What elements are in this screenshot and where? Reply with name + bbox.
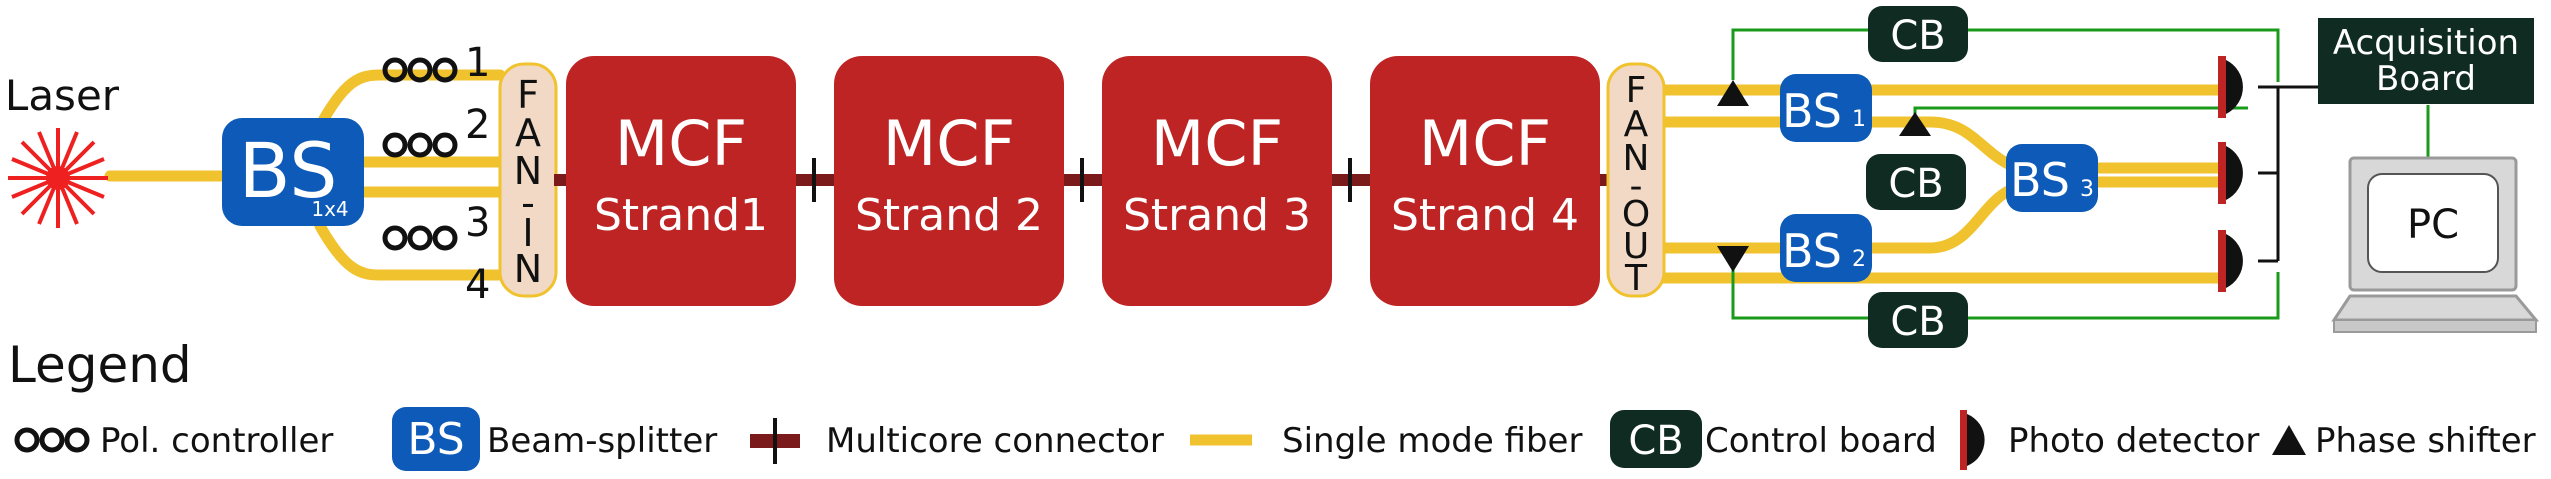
- pc: PC: [2331, 156, 2540, 333]
- mcf-strand-2: MCF Strand 2: [834, 56, 1064, 306]
- detector-wires: [2258, 85, 2320, 263]
- bs-sub: 1: [1852, 107, 1866, 132]
- photo-detectors: [2218, 56, 2243, 292]
- mcf-title: MCF: [883, 107, 1015, 180]
- input-bs-label: BS: [238, 126, 337, 215]
- mcf-strands: MCF Strand1 MCF Strand 2 MCF Strand 3 MC…: [554, 56, 1612, 306]
- bs-sub: 2: [1852, 247, 1866, 272]
- bs-label: BS: [2010, 153, 2070, 207]
- legend-pol-controller-icon: [14, 427, 90, 453]
- cb-label: CB: [1890, 13, 1945, 59]
- mcf-title: MCF: [1151, 107, 1283, 180]
- photo-detector-icon: [2218, 142, 2243, 204]
- legend: Legend Pol. controller BS Beam-splitter …: [8, 336, 2536, 471]
- input-beam-splitter: BS 1x4: [222, 118, 364, 226]
- mcf-strand-4: MCF Strand 4: [1370, 56, 1600, 306]
- legend-cb-icon: [1610, 410, 1702, 468]
- legend-label: Photo detector: [2008, 421, 2259, 461]
- mcf-strand-1: MCF Strand1: [566, 56, 796, 306]
- mcf-subtitle: Strand 3: [1123, 190, 1311, 241]
- port-label: 4: [465, 262, 490, 308]
- single-mode-fibers: [104, 69, 2226, 284]
- beam-splitter-3: BS 3: [2006, 144, 2098, 212]
- fan-out-letter: F: [1626, 70, 1647, 111]
- legend-cb-text: CB: [1628, 418, 1683, 464]
- beam-splitter-2: BS 2: [1780, 214, 1872, 282]
- fan-in-letter: -: [521, 181, 535, 225]
- laser-label: Laser: [5, 71, 120, 120]
- legend-title: Legend: [8, 336, 192, 394]
- phase-shifter-icon: [1899, 112, 1931, 136]
- legend-photo-detector-icon: [1960, 410, 1985, 470]
- fan-in: F A N - I N: [498, 62, 558, 298]
- fan-out-letter: U: [1623, 226, 1649, 267]
- fan-out-letter: -: [1630, 166, 1643, 207]
- bs-sub: 3: [2080, 177, 2094, 202]
- mcf-subtitle: Strand 4: [1391, 190, 1579, 241]
- photo-detector-icon: [2218, 56, 2243, 118]
- legend-label: Beam-splitter: [487, 421, 717, 461]
- bs-label: BS: [1782, 84, 1842, 138]
- mcf-subtitle: Strand 2: [855, 190, 1043, 241]
- input-bs-ratio: 1x4: [311, 197, 348, 221]
- fan-in-letter: N: [514, 149, 542, 193]
- legend-label: Pol. controller: [100, 421, 333, 461]
- cb-label: CB: [1890, 299, 1945, 345]
- pol-controllers: [382, 57, 458, 251]
- pol-controller-icon: [382, 132, 458, 158]
- legend-phase-shifter-icon: [2272, 425, 2306, 455]
- fan-out-letter: A: [1624, 104, 1649, 145]
- port-label: 1: [465, 40, 490, 86]
- fan-out-letter: N: [1623, 138, 1650, 179]
- laser-icon: [8, 128, 108, 228]
- legend-label: Multicore connector: [826, 421, 1164, 461]
- fan-in-letter: N: [514, 247, 542, 291]
- mcf-strand-3: MCF Strand 3: [1102, 56, 1332, 306]
- fan-in-letter: A: [515, 111, 541, 155]
- acq-line1: Acquisition: [2333, 23, 2519, 63]
- pol-controller-icon: [382, 225, 458, 251]
- phase-shifter-icon: [1717, 80, 1749, 106]
- legend-bs-text: BS: [407, 414, 464, 465]
- acquisition-board: Acquisition Board: [2318, 18, 2534, 104]
- legend-label: Control board: [1705, 421, 1937, 461]
- control-board-middle: CB: [1866, 154, 1966, 210]
- legend-label: Phase shifter: [2315, 421, 2536, 461]
- mcf-title: MCF: [615, 107, 747, 180]
- acq-line2: Board: [2376, 59, 2476, 99]
- cb-label: CB: [1888, 161, 1943, 207]
- control-board-top: CB: [1868, 6, 1968, 62]
- pc-label: PC: [2407, 202, 2459, 248]
- legend-label: Single mode fiber: [1282, 421, 1582, 461]
- beam-splitter-1: BS 1: [1780, 74, 1872, 142]
- legend-bs-icon: [392, 407, 480, 471]
- phase-shifter-icon: [1717, 246, 1749, 272]
- port-label: 2: [465, 102, 490, 148]
- bs-main: BS: [1782, 224, 1842, 278]
- control-board-bottom: CB: [1868, 292, 1968, 348]
- bs-main: BS: [2010, 153, 2070, 207]
- bs-main: BS: [1782, 84, 1842, 138]
- fan-out: F A N - O U T: [1606, 62, 1666, 299]
- laser-source: Laser: [5, 71, 120, 228]
- legend-connector-icon: [750, 418, 800, 464]
- fan-in-letter: I: [522, 211, 533, 255]
- fan-in-port-labels: 1 2 3 4: [465, 40, 490, 308]
- fan-in-letter: F: [517, 73, 539, 117]
- photo-detector-icon: [2218, 230, 2243, 292]
- phase-shifters: [1717, 80, 1931, 272]
- port-label: 3: [465, 200, 490, 246]
- bs-label: BS: [1782, 224, 1842, 278]
- pol-controller-icon: [382, 57, 458, 83]
- fan-out-letter: O: [1622, 194, 1650, 235]
- fan-out-letter: T: [1624, 258, 1648, 299]
- mcf-subtitle: Strand1: [594, 190, 768, 241]
- mcf-title: MCF: [1419, 107, 1551, 180]
